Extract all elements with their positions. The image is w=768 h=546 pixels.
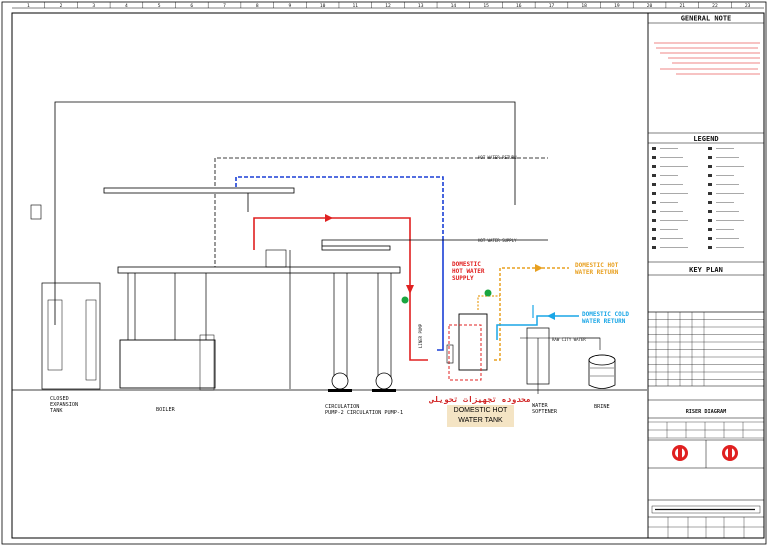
hot-water-supply-label: HOT WATER SUPPLY: [478, 238, 517, 243]
drawing-title: RISER DIAGRAM: [686, 409, 727, 415]
column-number: 18: [581, 3, 587, 9]
circulation-pump-1: [372, 372, 396, 392]
column-number: 9: [289, 3, 292, 9]
liner-pump-icon: [401, 296, 409, 304]
brine-label: BRINE: [594, 404, 610, 410]
client-logo-right: [722, 445, 738, 461]
dhw-return-pipe: [494, 267, 569, 361]
approval-table: [647, 421, 765, 439]
legend-title: LEGEND: [693, 135, 718, 143]
boiler: [119, 339, 216, 389]
column-number: 11: [353, 3, 359, 9]
domestic-hot-water-tank: [458, 313, 488, 371]
boiler-label: BOILER: [156, 407, 176, 413]
column-number: 5: [158, 3, 161, 9]
return-header: [103, 187, 295, 194]
title-block-panel: GENERAL NOTE LEGEND KEY PLAN RISER DIAGR…: [647, 12, 765, 539]
column-number: 7: [223, 3, 226, 9]
brine-tank: [588, 354, 616, 389]
legend-table: [652, 147, 744, 249]
column-number: 8: [256, 3, 259, 9]
red-supply-pipe: [253, 217, 428, 361]
expansion-tank: [30, 204, 42, 220]
dhw-tank-title-box: DOMESTIC HOT WATER TANK: [447, 405, 514, 427]
scope-boundary: [448, 324, 482, 381]
column-number: 20: [647, 3, 653, 9]
client-logo-left: [672, 445, 688, 461]
key-plan-title: KEY PLAN: [689, 266, 723, 274]
column-number: 21: [679, 3, 685, 9]
column-number: 2: [60, 3, 63, 9]
liner-pump-label: LINER PUMP: [418, 323, 423, 348]
document-number-box: [651, 505, 761, 514]
raw-city-water-label: RAW CITY WATER: [552, 337, 586, 342]
column-number: 10: [320, 3, 326, 9]
column-number: 13: [418, 3, 424, 9]
column-number: 16: [516, 3, 522, 9]
column-number: 4: [125, 3, 128, 9]
dhw-tank-title-line1: DOMESTIC HOT: [453, 407, 508, 414]
hot-water-return-label: HOT WATER RETURN: [478, 155, 517, 160]
circulation-pump-2: [328, 372, 352, 392]
main-header: [117, 266, 401, 274]
dhw-tank-title-line2: WATER TANK: [458, 417, 503, 424]
sheet-info-table: [648, 517, 764, 538]
column-number: 22: [712, 3, 718, 9]
column-number: 23: [745, 3, 751, 9]
column-number: 6: [190, 3, 193, 9]
recirc-pump-icon: [484, 289, 492, 297]
column-number: 1: [27, 3, 30, 9]
column-number: 12: [385, 3, 391, 9]
hot-water-return-pipe: [214, 157, 548, 270]
column-number: 3: [92, 3, 95, 9]
column-number: 14: [451, 3, 457, 9]
scope-callout-text: محدوده تجهیزات تحویلی: [428, 395, 530, 404]
column-number: 19: [614, 3, 620, 9]
column-number: 17: [549, 3, 555, 9]
revision-table: [648, 311, 764, 386]
general-note-title: GENERAL NOTE: [681, 15, 732, 23]
schematic: HOT WATER RETURN HOT WATER SUPPLY: [12, 101, 647, 394]
column-number: 15: [483, 3, 489, 9]
general-note-text: [654, 42, 760, 75]
hot-water-supply-pipe: [321, 239, 548, 246]
blue-return-pipe: [235, 176, 444, 240]
